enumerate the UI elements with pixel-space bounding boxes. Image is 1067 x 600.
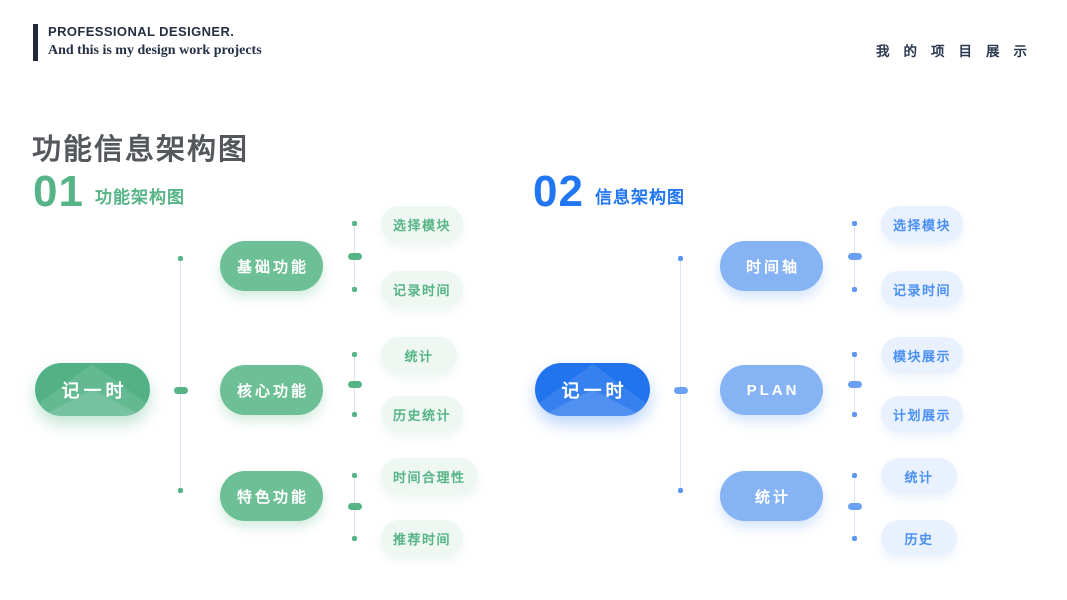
branch-node: 时间轴: [720, 241, 823, 291]
leaf-node: 历史: [881, 520, 957, 556]
connector-dash: [848, 503, 862, 510]
connector-dot: [352, 473, 357, 478]
trunk-connector-line: [180, 259, 181, 491]
section-number: 02: [533, 167, 584, 216]
connector-dot: [852, 287, 857, 292]
connector-dot: [852, 352, 857, 357]
connector-dot: [678, 488, 683, 493]
nav-text: 我的项目展示: [876, 44, 1041, 59]
branch-node: 特色功能: [220, 471, 323, 521]
connector-dot: [178, 256, 183, 261]
root-node: 记一时: [535, 363, 650, 416]
connector-dash: [348, 503, 362, 510]
connector-dot: [852, 473, 857, 478]
branch-node: PLAN: [720, 365, 823, 415]
connector-dot: [352, 536, 357, 541]
leaf-node: 模块展示: [881, 337, 964, 373]
connector-dot: [352, 221, 357, 226]
brand-subtitle: And this is my design work projects: [48, 43, 262, 59]
trunk-connector-line: [680, 259, 681, 491]
connector-dash: [348, 381, 362, 388]
information-architecture-diagram: 02 信息架构图 记一时 时间轴 PLAN 统计 选择模块 记录时间 模块展示 …: [500, 0, 1040, 600]
connector-dot: [852, 412, 857, 417]
connector-dash: [848, 381, 862, 388]
leaf-node: 统计: [881, 458, 957, 494]
root-node-label: 记一时: [561, 380, 628, 401]
brand-text: PROFESSIONAL DESIGNER. And this is my de…: [48, 24, 262, 61]
root-node: 记一时: [35, 363, 150, 416]
leaf-node: 统计: [381, 337, 457, 373]
brand-accent-bar: [33, 24, 38, 61]
section-01-heading: 01 功能架构图: [33, 167, 185, 216]
function-architecture-diagram: 01 功能架构图 记一时 基础功能 核心功能 特色功能 选择模块 记录时间 统计…: [0, 0, 540, 600]
branch-node: 基础功能: [220, 241, 323, 291]
connector-dot: [852, 221, 857, 226]
leaf-node: 选择模块: [881, 206, 964, 242]
branch-node: 核心功能: [220, 365, 323, 415]
connector-dash: [348, 253, 362, 260]
section-02-heading: 02 信息架构图: [533, 167, 685, 216]
connector-dot: [352, 412, 357, 417]
leaf-node: 记录时间: [381, 271, 464, 307]
connector-dot: [352, 287, 357, 292]
brand-block: PROFESSIONAL DESIGNER. And this is my de…: [33, 24, 262, 61]
connector-dot: [178, 488, 183, 493]
connector-dot: [852, 536, 857, 541]
connector-dash: [174, 387, 188, 394]
connector-dash: [848, 253, 862, 260]
leaf-node: 推荐时间: [381, 520, 464, 556]
leaf-node: 时间合理性: [381, 458, 478, 494]
root-node-label: 记一时: [61, 380, 128, 401]
brand-title: PROFESSIONAL DESIGNER.: [48, 24, 235, 39]
branch-node: 统计: [720, 471, 823, 521]
leaf-node: 选择模块: [381, 206, 464, 242]
connector-dot: [678, 256, 683, 261]
connector-dash: [674, 387, 688, 394]
leaf-node: 计划展示: [881, 396, 964, 432]
section-title: 信息架构图: [594, 188, 685, 208]
page-title: 功能信息架构图: [32, 134, 250, 167]
leaf-node: 记录时间: [881, 271, 964, 307]
leaf-node: 历史统计: [381, 396, 464, 432]
connector-dot: [352, 352, 357, 357]
section-title: 功能架构图: [94, 188, 185, 208]
section-number: 01: [33, 167, 84, 216]
